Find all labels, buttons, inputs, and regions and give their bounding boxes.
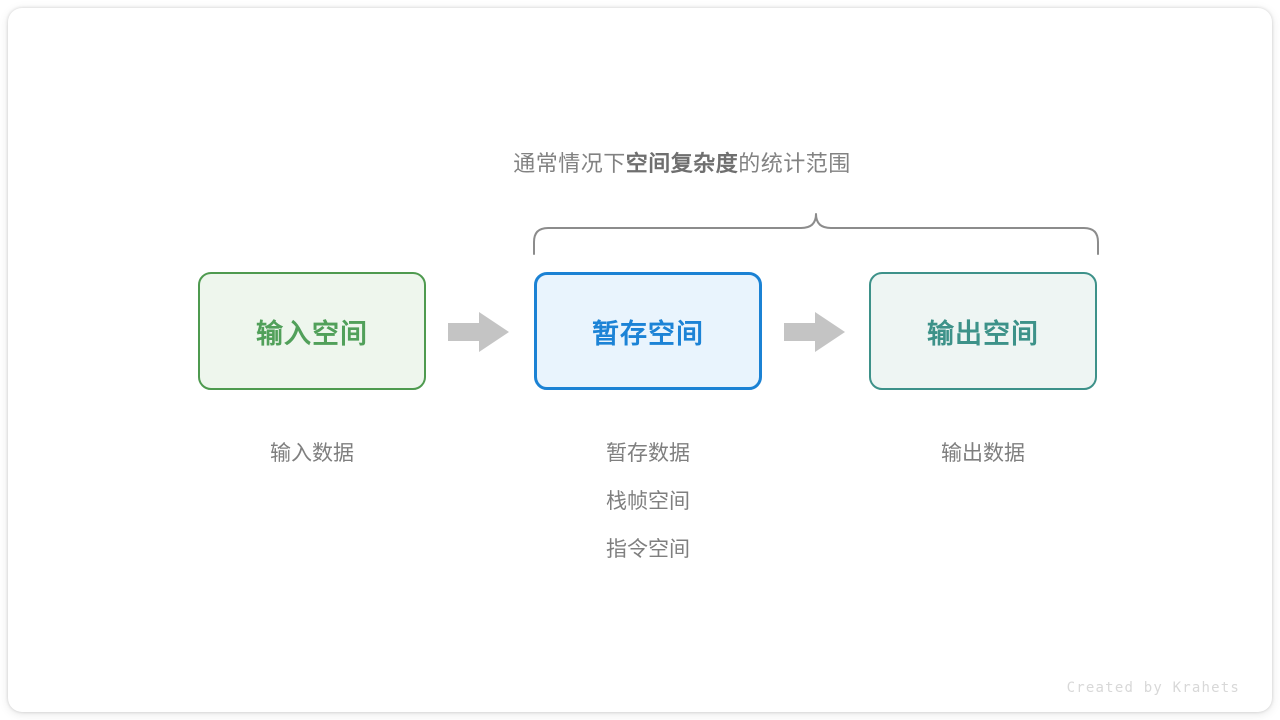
caption-line: 输出数据 bbox=[941, 442, 1025, 465]
brace-caption: 通常情况下空间复杂度的统计范围 bbox=[8, 146, 1272, 178]
footer-credit: Created by Krahets bbox=[1066, 680, 1240, 696]
brace-caption-emphasis: 空间复杂度 bbox=[625, 151, 739, 176]
arrow-right-icon-1 bbox=[448, 312, 509, 352]
caption-line: 暂存数据 bbox=[606, 442, 690, 465]
box-temp-space[interactable]: 暂存空间 bbox=[534, 272, 762, 390]
caption-temp: 暂存数据 栈帧空间 指令空间 bbox=[498, 430, 798, 574]
box-temp-space-label: 暂存空间 bbox=[592, 318, 704, 349]
box-input-space[interactable]: 输入空间 bbox=[198, 272, 426, 390]
curly-brace bbox=[533, 213, 1099, 255]
caption-input: 输入数据 bbox=[162, 430, 462, 478]
arrow-right-icon-2 bbox=[784, 312, 845, 352]
brace-caption-prefix: 通常情况下 bbox=[513, 151, 626, 176]
caption-output: 输出数据 bbox=[833, 430, 1133, 478]
slide-card: 通常情况下空间复杂度的统计范围 输入空间 暂存空间 输出空间 输入数据 暂存 bbox=[8, 8, 1272, 712]
caption-line: 输入数据 bbox=[270, 442, 354, 465]
caption-line: 栈帧空间 bbox=[606, 490, 690, 513]
diagram-stage: 通常情况下空间复杂度的统计范围 输入空间 暂存空间 输出空间 输入数据 暂存 bbox=[8, 8, 1272, 712]
box-input-space-label: 输入空间 bbox=[256, 318, 368, 349]
box-output-space-label: 输出空间 bbox=[927, 318, 1039, 349]
box-output-space[interactable]: 输出空间 bbox=[869, 272, 1097, 390]
caption-line: 指令空间 bbox=[606, 538, 690, 561]
brace-caption-suffix: 的统计范围 bbox=[738, 151, 851, 176]
